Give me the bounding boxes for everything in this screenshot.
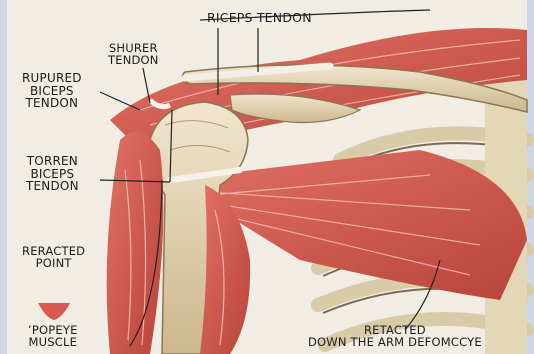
label-popeye-muscle: ’POPEYE MUSCLE [28, 324, 78, 348]
label-ruptured-biceps-tendon: RUPURED BICEPS TENDON [22, 72, 82, 110]
label-ruptured-line1: RUPURED [22, 72, 82, 85]
label-retracted-point-line2: POINT [22, 257, 85, 269]
label-retracted-point: RERACTED POINT [22, 245, 85, 269]
label-retracted-down-arm: RETACTED DOWN THE ARM DEFOMCCYE [308, 324, 482, 348]
label-shorter-tendon: SHURER TENDON [108, 42, 159, 66]
label-torn-biceps-tendon: TORREN BICEPS TENDON [26, 155, 79, 193]
label-torn-line1: TORREN [26, 155, 79, 168]
label-popeye-line2: MUSCLE [28, 336, 78, 348]
label-ruptured-line3: TENDON [22, 97, 82, 110]
label-torn-line3: TENDON [26, 180, 79, 193]
label-retracted-down-line2: DOWN THE ARM DEFOMCCYE [308, 336, 482, 348]
label-biceps-tendon: RICEPS TENDON [207, 11, 312, 24]
label-shorter-tendon-line2: TENDON [108, 54, 159, 66]
